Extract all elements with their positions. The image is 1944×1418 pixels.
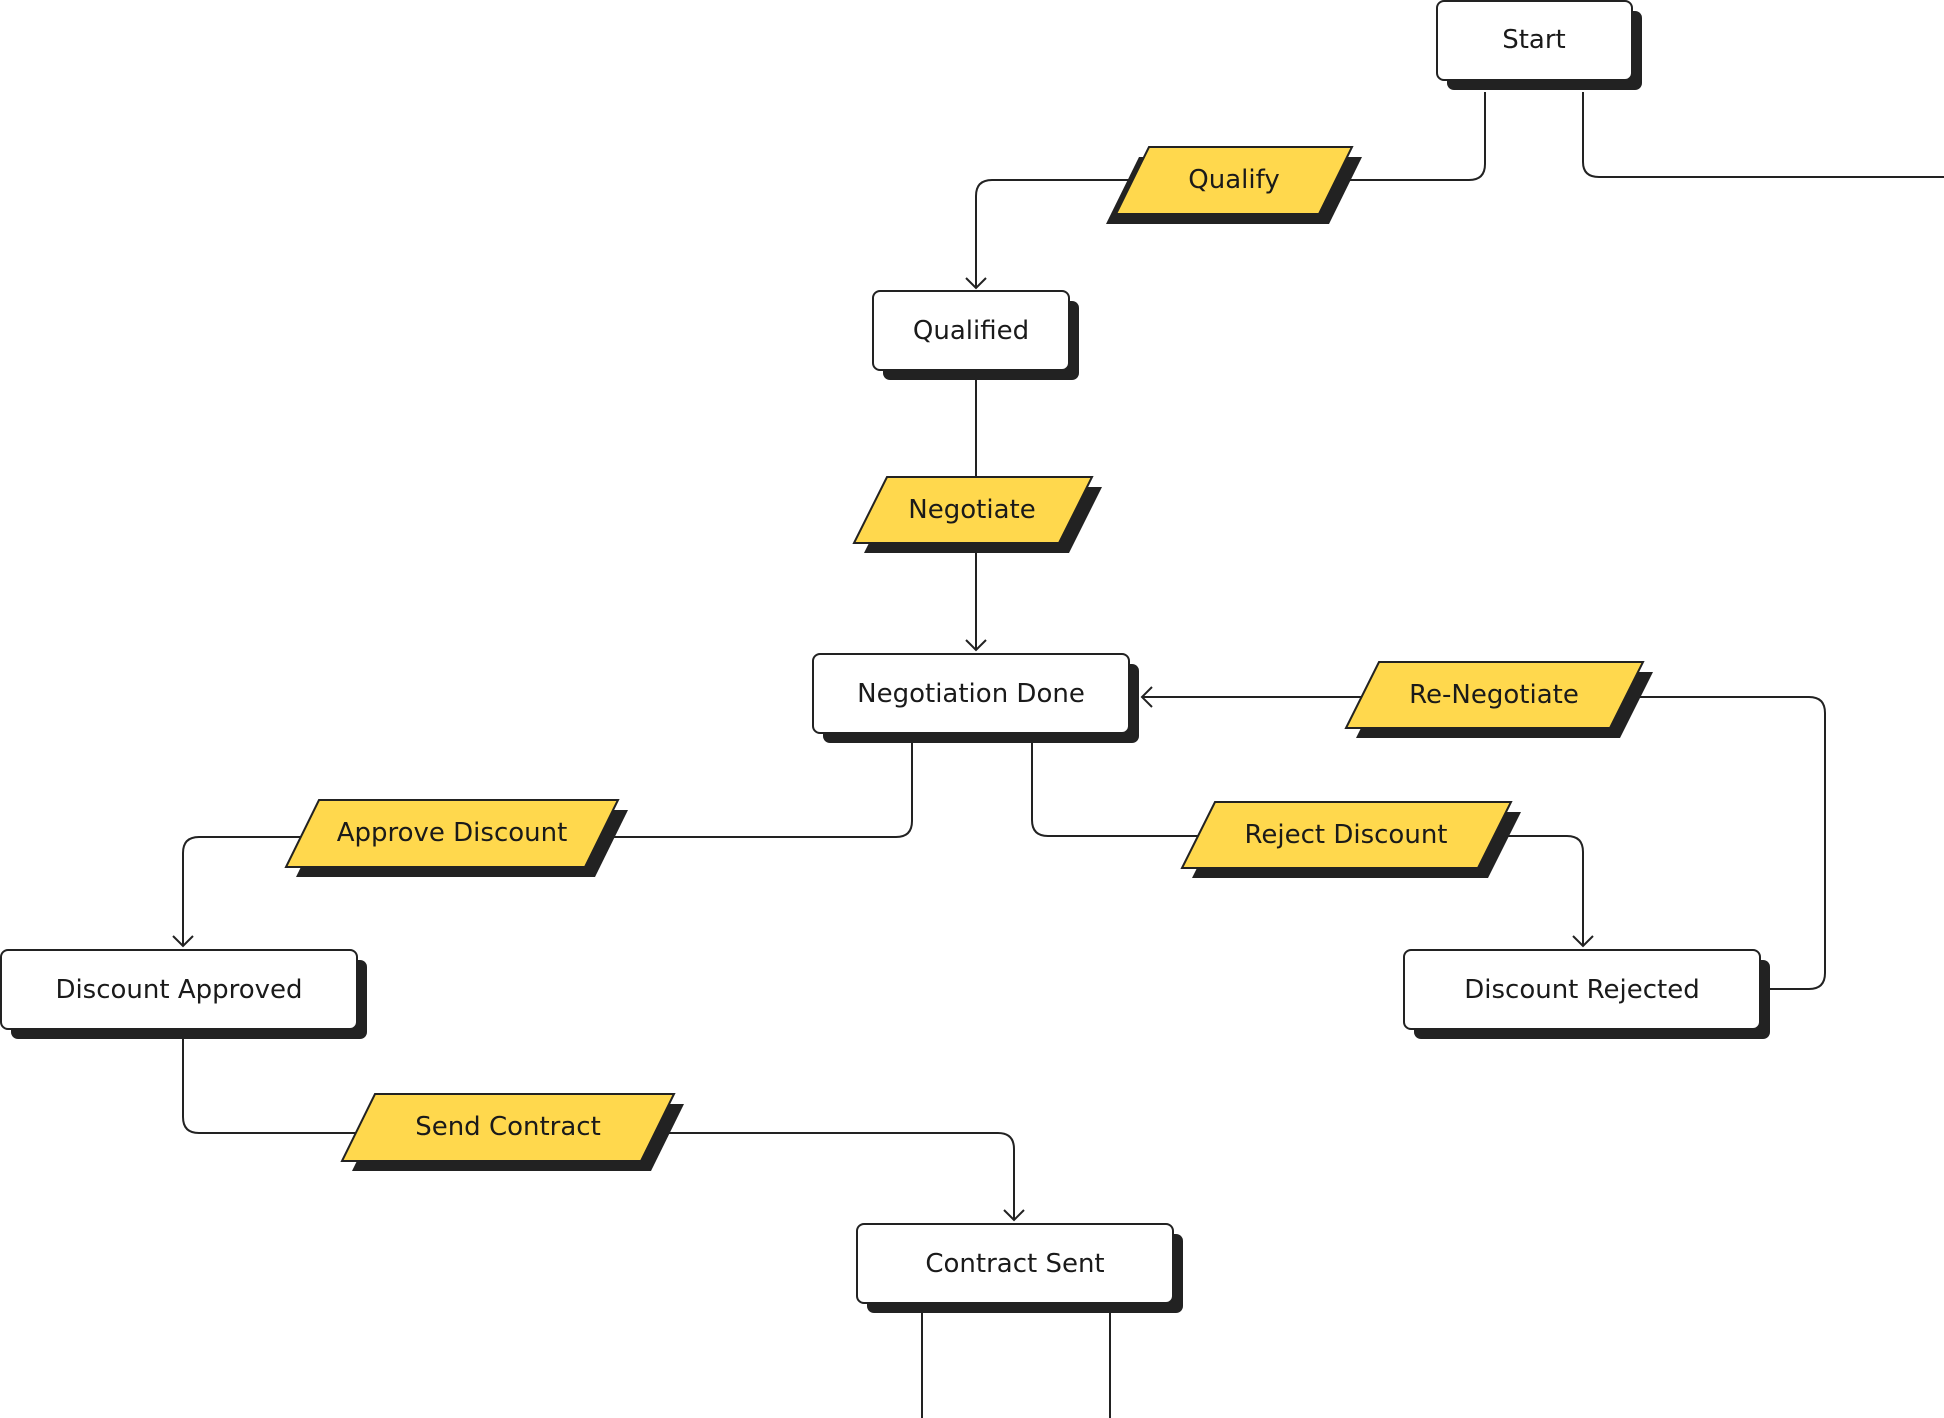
node-label-start: Start [1502, 25, 1566, 55]
label-text-reject-discount: Reject Discount [1244, 820, 1447, 850]
transition-label-approve-discount[interactable]: Approve Discount [284, 799, 628, 877]
state-node-discount-approved[interactable]: Discount Approved [0, 949, 367, 1039]
label-text-qualify: Qualify [1188, 165, 1279, 195]
label-text-approve-discount: Approve Discount [337, 818, 568, 848]
label-box [284, 799, 620, 868]
transition-label-reject-discount[interactable]: Reject Discount [1180, 801, 1521, 878]
transition-label-re-negotiate[interactable]: Re-Negotiate [1344, 661, 1653, 738]
label-box [340, 1093, 676, 1162]
node-box [812, 653, 1130, 734]
state-node-qualified[interactable]: Qualified [872, 290, 1079, 380]
node-box [1403, 949, 1761, 1030]
label-box [1180, 801, 1513, 869]
label-box [1114, 146, 1354, 215]
transition-label-qualify[interactable]: Qualify [1106, 146, 1362, 224]
state-node-negotiation-done[interactable]: Negotiation Done [812, 653, 1139, 743]
node-label-negotiation-done: Negotiation Done [857, 679, 1085, 709]
transition-label-send-contract[interactable]: Send Contract [340, 1093, 684, 1171]
state-node-start[interactable]: Start [1436, 0, 1642, 90]
label-text-negotiate: Negotiate [908, 495, 1035, 525]
label-box [1344, 661, 1645, 729]
state-node-discount-rejected[interactable]: Discount Rejected [1403, 949, 1770, 1039]
node-box [1436, 0, 1633, 81]
node-label-qualified: Qualified [913, 316, 1029, 346]
state-node-contract-sent[interactable]: Contract Sent [856, 1223, 1183, 1313]
node-label-contract-sent: Contract Sent [925, 1249, 1104, 1279]
transition-label-negotiate[interactable]: Negotiate [852, 476, 1102, 553]
node-box [872, 290, 1070, 371]
node-box [856, 1223, 1174, 1304]
node-box [0, 949, 358, 1030]
node-label-discount-approved: Discount Approved [55, 975, 302, 1005]
label-text-re-negotiate: Re-Negotiate [1409, 680, 1579, 710]
label-box [852, 476, 1094, 544]
node-label-discount-rejected: Discount Rejected [1464, 975, 1700, 1005]
edge-start-to-right [1582, 92, 1944, 178]
label-text-send-contract: Send Contract [415, 1112, 601, 1142]
edge-discount-rejected-to-negotiation-done [1140, 686, 1826, 990]
